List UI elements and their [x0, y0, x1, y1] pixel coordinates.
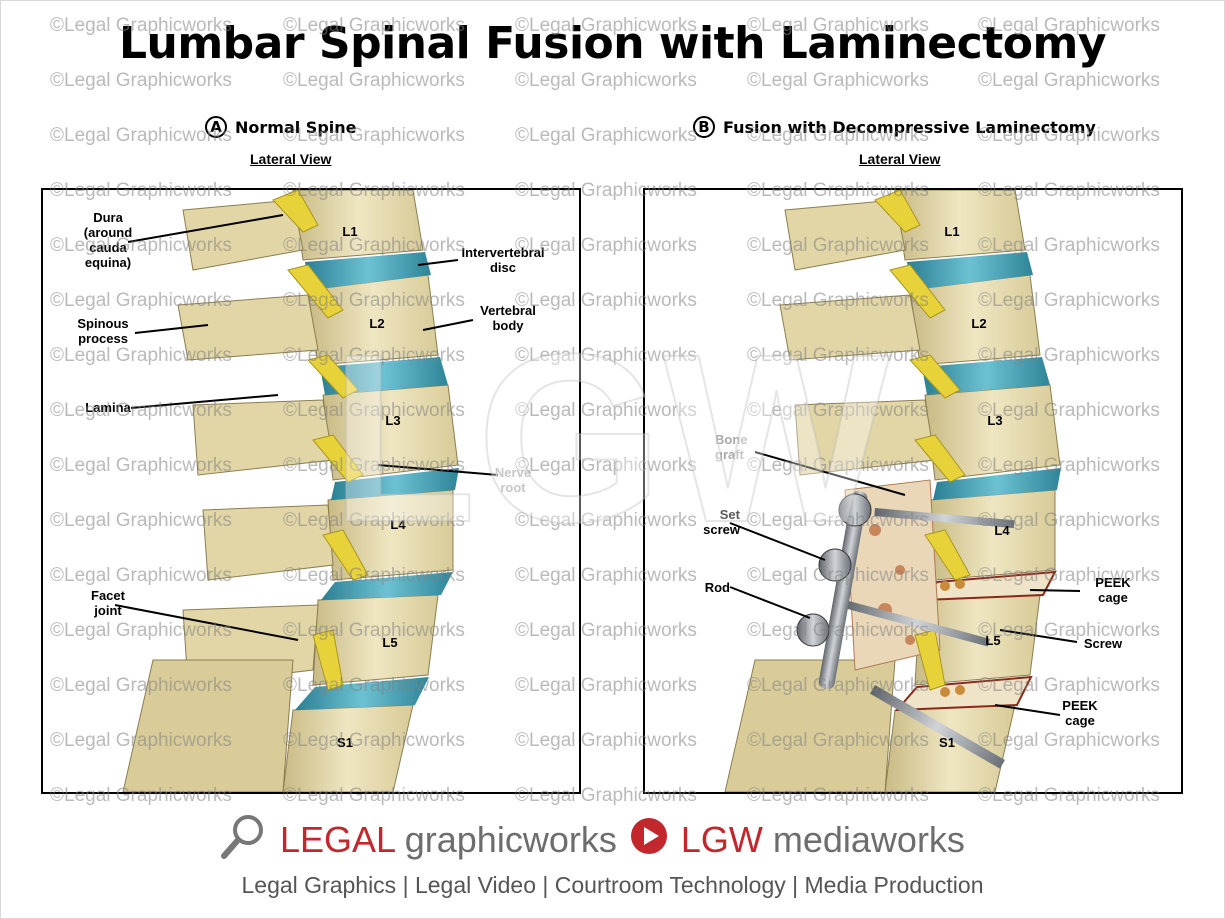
panel-a-title: A Normal Spine [205, 116, 357, 138]
label-l3-a: L3 [385, 413, 401, 428]
leader-lines-b [729, 451, 1081, 716]
vertebral-bodies-b [884, 190, 1061, 792]
label-s1-a: S1 [337, 735, 353, 750]
label-vertebral-body: Vertebral body [480, 303, 536, 333]
page-title: Lumbar Spinal Fusion with Laminectomy [118, 18, 1107, 69]
label-spinous-process: Spinous process [77, 316, 129, 346]
panel-a-illustration: Dura (around cauda equina) Spinous proce… [41, 188, 581, 794]
play-icon [629, 816, 669, 865]
brand-lgw: LGW [680, 819, 763, 860]
label-l1-a: L1 [342, 224, 358, 239]
leader-lines-a [114, 214, 499, 641]
panel-b-illustration: Bone graft Set screw Rod PEEK cage Screw… [643, 188, 1183, 794]
label-intervertebral-disc: Intervertebral disc [461, 245, 545, 275]
intervertebral-discs [295, 252, 459, 710]
panel-b-view: Lateral View [859, 151, 941, 167]
footer-logos: LEGAL graphicworks LGW mediaworks [220, 814, 965, 865]
panel-b-title-text: Fusion with Decompressive Laminectomy [723, 117, 1096, 137]
label-l5-a: L5 [382, 635, 398, 650]
label-bone-graft: Bone graft [715, 432, 748, 462]
posterior-elements-b [724, 199, 936, 792]
label-l1-b: L1 [944, 224, 960, 239]
panel-a-letter: A [205, 116, 227, 138]
label-peek-cage-1: PEEK cage [1095, 575, 1131, 605]
label-l2-b: L2 [971, 316, 987, 331]
magnifier-icon [220, 812, 268, 869]
label-peek-cage-2: PEEK cage [1062, 698, 1098, 728]
label-rod: Rod [704, 580, 730, 595]
nerve-roots-b [874, 190, 971, 691]
panel-a-view: Lateral View [250, 151, 332, 167]
label-l4-a: L4 [390, 517, 406, 532]
label-l5-b: L5 [985, 633, 1001, 648]
label-s1-b: S1 [939, 735, 955, 750]
brand-legal: LEGAL [280, 819, 395, 860]
pedicle-screws [842, 508, 1015, 769]
rod [818, 491, 868, 689]
brand-graphicworks: graphicworks [404, 819, 617, 860]
brand-mediaworks: mediaworks [772, 819, 965, 860]
vertebral-bodies [282, 190, 459, 792]
fused-spine-drawing [724, 190, 1081, 792]
label-facet-joint: Facet joint [91, 588, 125, 618]
set-screws [796, 493, 872, 647]
label-dura: Dura (around cauda equina) [83, 210, 133, 270]
footer-tagline: Legal Graphics | Legal Video | Courtroom… [241, 872, 984, 898]
label-l3-b: L3 [987, 413, 1003, 428]
nerve-roots [272, 190, 369, 691]
label-lamina: Lamina [85, 400, 131, 415]
normal-spine-drawing [114, 190, 499, 792]
label-set-screw: Set screw [703, 507, 740, 537]
label-l2-a: L2 [369, 316, 385, 331]
peek-cages [894, 570, 1057, 712]
panel-b-title: B Fusion with Decompressive Laminectomy [693, 116, 1096, 138]
panel-b-letter: B [693, 116, 715, 138]
panel-a-title-text: Normal Spine [235, 117, 357, 137]
label-screw: Screw [1083, 636, 1123, 651]
label-nerve-root: Nerve root [494, 465, 532, 495]
label-l4-b: L4 [994, 523, 1010, 538]
